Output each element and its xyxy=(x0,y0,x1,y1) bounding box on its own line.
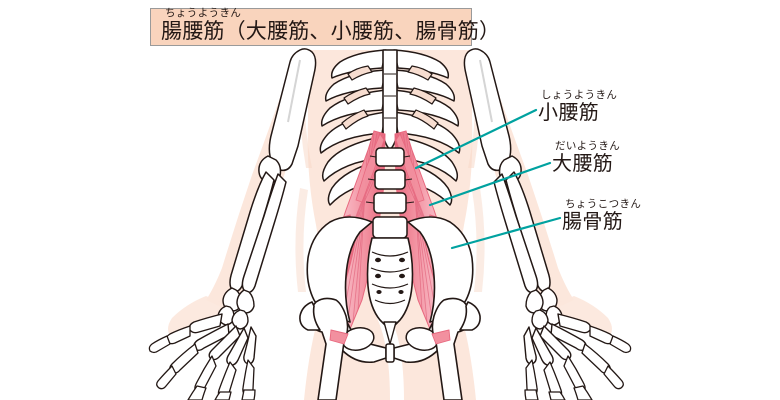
leader-psoas-major xyxy=(428,161,552,207)
label-iliacus: ちょうこつきん 腸骨筋 xyxy=(562,198,641,233)
label-iliacus-furigana: ちょうこつきん xyxy=(565,198,642,210)
label-psoas-major-text: 大腰筋 xyxy=(552,151,614,175)
label-psoas-minor: しょうようきん 小腰筋 xyxy=(538,89,617,124)
ilium-left xyxy=(306,216,373,323)
label-psoas-major: だいようきん 大腰筋 xyxy=(552,140,620,175)
leader-iliacus xyxy=(450,216,562,250)
arm-bones-left xyxy=(148,48,317,400)
label-psoas-minor-furigana: しょうようきん xyxy=(541,89,618,101)
psoas-tendon xyxy=(329,329,451,345)
page-title: 腸腰筋（大腰筋、小腰筋、腸骨筋） xyxy=(161,19,501,43)
label-psoas-minor-text: 小腰筋 xyxy=(538,100,600,124)
leader-psoas-minor xyxy=(414,108,538,170)
ilium-right xyxy=(407,216,474,323)
label-psoas-major-furigana: だいようきん xyxy=(555,140,621,152)
title-furigana: ちょうようきん xyxy=(165,7,242,19)
coccyx xyxy=(383,321,397,345)
arm-bones-right xyxy=(463,48,632,400)
title-box: ちょうようきん 腸腰筋（大腰筋、小腰筋、腸骨筋） xyxy=(150,7,500,46)
leader-lines xyxy=(414,108,562,250)
label-iliacus-text: 腸骨筋 xyxy=(562,209,624,233)
femurs xyxy=(299,297,481,400)
